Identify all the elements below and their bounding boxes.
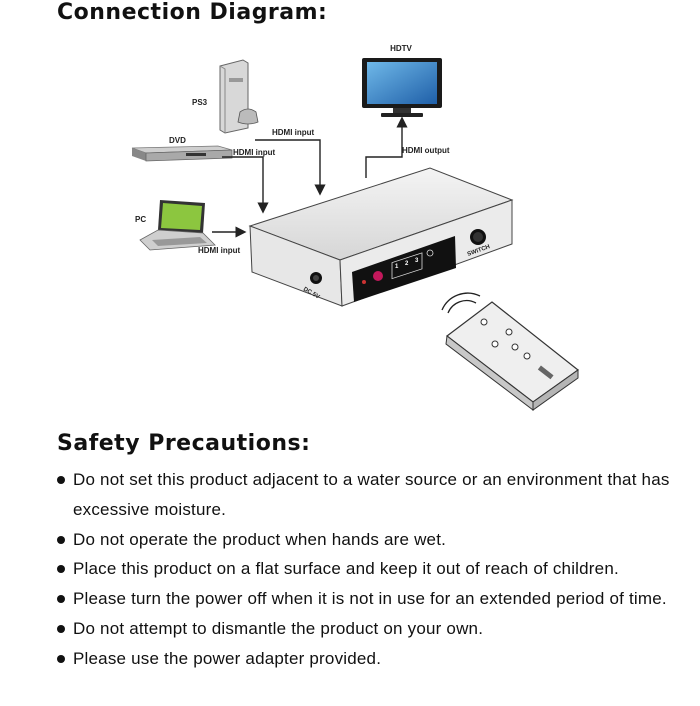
- port-1-label: 1: [395, 264, 399, 270]
- safety-list: Do not set this product adjacent to a wa…: [57, 465, 687, 674]
- safety-item: Place this product on a flat surface and…: [57, 554, 687, 584]
- ps3-icon: [219, 59, 259, 134]
- safety-item-text: Please use the power adapter provided.: [73, 648, 382, 668]
- safety-precautions-heading: Safety Precautions:: [57, 431, 311, 456]
- safety-item-text: Please turn the power off when it is not…: [73, 589, 667, 609]
- tv-cable-arrow: [365, 116, 408, 178]
- hdmi-input-pc-label: HDMI input: [198, 246, 241, 255]
- remote-control-icon: [441, 292, 579, 412]
- laptop-icon: [139, 200, 216, 251]
- safety-item-text: Do not attempt to dismantle the product …: [73, 618, 484, 638]
- hdmi-switch-icon: 1 2 3 SWITCH DC 5V: [248, 167, 514, 307]
- bullet-icon: [57, 535, 65, 544]
- hdmi-output-label: HDMI output: [402, 146, 450, 155]
- hdmi-input-ps3-label: HDMI input: [272, 128, 315, 137]
- dvd-label: DVD: [169, 136, 186, 145]
- bullet-icon: [57, 624, 65, 633]
- bullet-icon: [57, 595, 65, 604]
- safety-item: Do not operate the product when hands ar…: [57, 525, 687, 555]
- port-2-label: 2: [405, 261, 409, 267]
- hdtv-icon: [362, 58, 442, 117]
- safety-item-text: Place this product on a flat surface and…: [73, 559, 619, 579]
- hdtv-label: HDTV: [390, 44, 412, 53]
- safety-item: Do not attempt to dismantle the product …: [57, 614, 687, 644]
- safety-item: Do not set this product adjacent to a wa…: [57, 465, 687, 525]
- safety-item-text: Do not set this product adjacent to a wa…: [73, 470, 670, 519]
- dvd-player-icon: [131, 145, 233, 162]
- connection-diagram: HDTV PS3 DVD PC HDMI input HDMI input HD…: [131, 44, 579, 412]
- hdmi-input-dvd-label: HDMI input: [233, 148, 276, 157]
- safety-item: Please turn the power off when it is not…: [57, 584, 687, 614]
- connection-diagram-heading: Connection Diagram:: [57, 0, 328, 25]
- safety-item-text: Do not operate the product when hands ar…: [73, 529, 447, 549]
- bullet-icon: [57, 565, 65, 574]
- bullet-icon: [57, 654, 65, 663]
- safety-item: Please use the power adapter provided.: [57, 644, 687, 674]
- bullet-icon: [57, 476, 65, 484]
- dvd-cable-arrow: [222, 156, 269, 214]
- ps3-label: PS3: [192, 98, 208, 107]
- ps3-cable-arrow: [255, 139, 326, 196]
- port-3-label: 3: [415, 258, 419, 264]
- pc-label: PC: [135, 215, 146, 224]
